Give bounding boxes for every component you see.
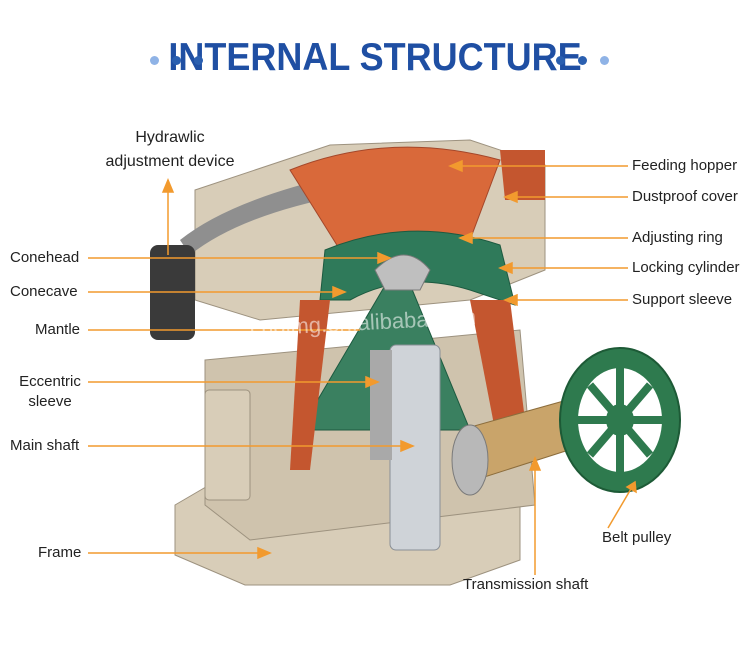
main-shaft-body (389, 344, 441, 551)
label-conehead: Conehead (10, 249, 80, 266)
arrow-frame (257, 546, 272, 560)
page-title: INTERNAL STRUCTURE (168, 34, 582, 79)
label-belt-pulley: Belt pulley (602, 529, 672, 546)
label-dustproof-cover: Dustproof cover (632, 188, 738, 205)
conehead-part (374, 254, 431, 291)
arrow-conehead (377, 251, 392, 265)
leader-lines (88, 159, 637, 575)
arrow-belt-pulley (625, 480, 637, 494)
label-hydraulic-line2: adjustment device (105, 153, 235, 170)
dustproof-cover-part (500, 150, 545, 200)
side-liner-left (290, 300, 330, 470)
label-locking-cylinder: Locking cylinder (632, 259, 740, 276)
arrow-support-sleeve (503, 293, 518, 307)
title-dot-left-1 (150, 56, 159, 65)
belt-pulley-hub (606, 404, 634, 436)
arrow-transmission (528, 456, 542, 471)
side-liner-right (470, 300, 525, 430)
label-main-shaft: Main shaft (10, 437, 80, 454)
gear-rim (180, 175, 345, 255)
label-eccentric-line1: Eccentric (19, 373, 81, 390)
arrow-feeding-hopper (448, 159, 463, 173)
title-dot-right-3 (600, 56, 609, 65)
title-dot-left-2 (172, 56, 181, 65)
arrow-locking-cylinder (498, 261, 513, 275)
arrow-main-shaft (400, 439, 415, 453)
label-hydraulic-line1: Hydrawlic (135, 129, 205, 146)
hydraulic-unit (204, 389, 251, 501)
label-adjusting-ring: Adjusting ring (632, 229, 723, 246)
arrow-hydraulic (161, 178, 175, 193)
label-feeding-hopper: Feeding hopper (632, 157, 738, 174)
label-frame: Frame (38, 544, 82, 561)
title-dot-right-2 (578, 56, 587, 65)
label-mantle: Mantle (35, 321, 81, 338)
title-dot-left-3 (194, 56, 203, 65)
arrow-conecave (332, 285, 347, 299)
label-transmission-shaft: Transmission shaft (463, 576, 589, 593)
label-eccentric-line2: sleeve (28, 393, 72, 410)
label-conecave: Conecave (10, 283, 78, 300)
arrow-dustproof (503, 190, 518, 204)
label-support-sleeve: Support sleeve (632, 291, 733, 308)
eccentric-sleeve-body (370, 350, 392, 460)
bevel-gear (451, 424, 489, 496)
title-dot-right-1 (556, 56, 565, 65)
arrow-eccentric (365, 375, 380, 389)
arrow-adjusting-ring (458, 231, 473, 245)
